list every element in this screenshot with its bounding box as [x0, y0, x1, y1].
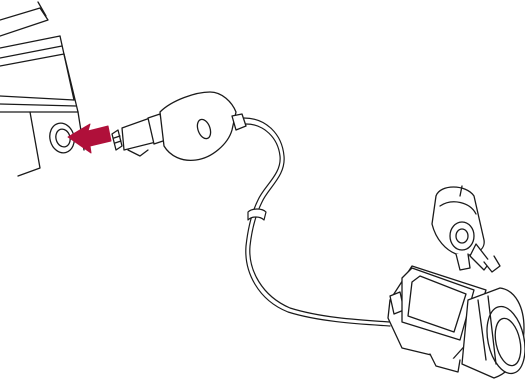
dash-camera — [387, 265, 525, 379]
cable-tie — [247, 208, 267, 221]
insert-direction-arrow — [67, 123, 112, 154]
suction-cup-mount — [431, 185, 501, 273]
cigarette-lighter-plug — [111, 91, 247, 162]
power-cable — [243, 117, 391, 327]
vehicle-dashboard-panel — [0, 1, 85, 177]
